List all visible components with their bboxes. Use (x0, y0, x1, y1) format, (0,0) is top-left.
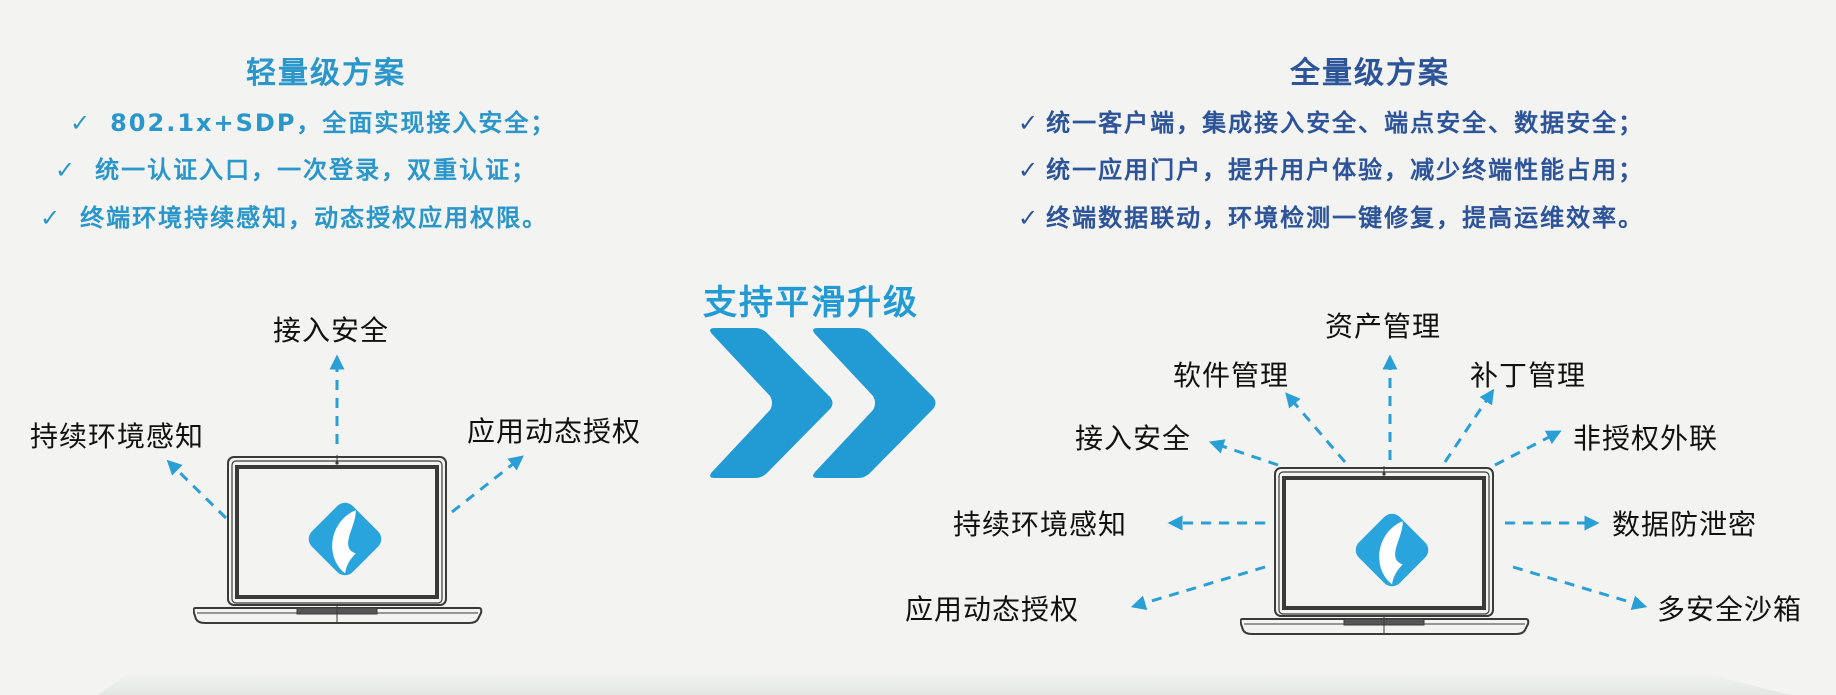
light-plan-title: 轻量级方案 (246, 56, 406, 91)
full-label-dynamic-auth: 应用动态授权 (905, 593, 1080, 626)
bullet-text: 统一应用门户，提升用户体验，减少终端性能占用； (1046, 156, 1645, 184)
full-label-access-security: 接入安全 (1075, 422, 1192, 455)
full-plan-laptop (1240, 466, 1530, 636)
upgrade-label: 支持平滑升级 (703, 283, 919, 323)
light-label-env-awareness: 持续环境感知 (30, 420, 205, 453)
full-label-asset-mgmt: 资产管理 (1325, 310, 1442, 343)
full-label-sandbox: 多安全沙箱 (1657, 593, 1803, 626)
full-plan-bullet-3: ✓终端数据联动，环境检测一键修复，提高运维效率。 (1018, 198, 1644, 233)
floor-shadow (98, 672, 1790, 695)
check-icon: ✓ (1018, 204, 1041, 232)
light-label-access-security: 接入安全 (273, 314, 390, 347)
full-plan-arrows (1130, 354, 1648, 611)
bullet-text: 统一客户端，集成接入安全、端点安全、数据安全； (1046, 109, 1645, 137)
light-plan-laptop (193, 455, 483, 625)
double-chevron-right-icon (710, 328, 936, 478)
check-icon: ✓ (70, 109, 93, 137)
light-plan-bullet-3: ✓ 终端环境持续感知，动态授权应用权限。 (40, 198, 548, 233)
full-plan-title: 全量级方案 (1290, 56, 1450, 91)
full-label-dlp: 数据防泄密 (1612, 508, 1758, 541)
bullet-text: 802.1x+SDP，全面实现接入安全； (110, 109, 557, 137)
full-plan-bullet-2: ✓统一应用门户，提升用户体验，减少终端性能占用； (1018, 150, 1644, 185)
full-label-patch-mgmt: 补丁管理 (1470, 359, 1587, 392)
check-icon: ✓ (55, 156, 78, 184)
full-label-env-awareness: 持续环境感知 (953, 508, 1128, 541)
check-icon: ✓ (1018, 109, 1041, 137)
light-plan-bullet-1: ✓ 802.1x+SDP，全面实现接入安全； (70, 103, 556, 138)
bullet-text: 终端环境持续感知，动态授权应用权限。 (80, 204, 549, 232)
bullet-text: 统一认证入口，一次登录，双重认证； (95, 156, 538, 184)
full-label-unauth-outreach: 非授权外联 (1573, 422, 1719, 455)
full-label-software-mgmt: 软件管理 (1173, 359, 1290, 392)
check-icon: ✓ (1018, 156, 1041, 184)
bullet-text: 终端数据联动，环境检测一键修复，提高运维效率。 (1046, 204, 1645, 232)
light-label-dynamic-auth: 应用动态授权 (467, 415, 642, 448)
light-plan-arrows (166, 354, 524, 520)
light-plan-bullet-2: ✓ 统一认证入口，一次登录，双重认证； (55, 150, 537, 185)
full-plan-bullet-1: ✓统一客户端，集成接入安全、端点安全、数据安全； (1018, 103, 1644, 138)
check-icon: ✓ (40, 204, 63, 232)
